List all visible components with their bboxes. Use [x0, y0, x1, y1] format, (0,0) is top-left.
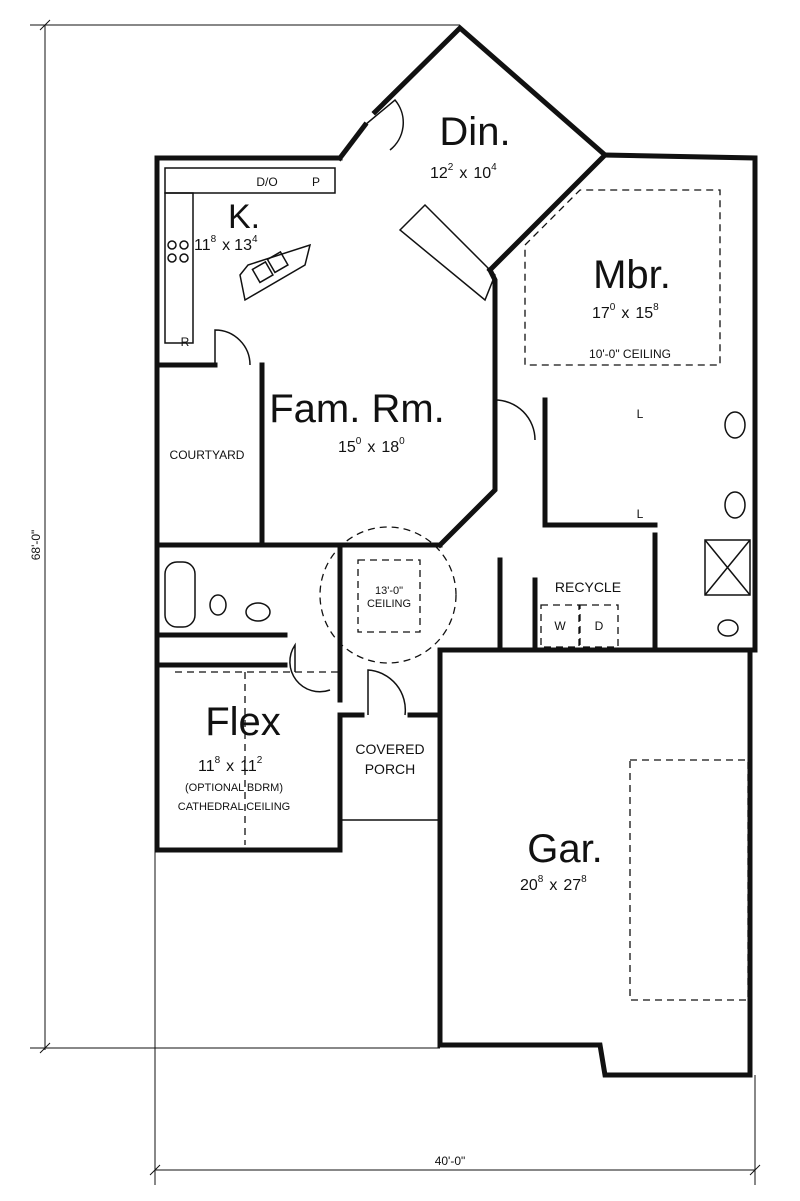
recycle-label: RECYCLE: [555, 579, 621, 595]
garage-door-outline: [629, 759, 749, 1001]
room-name: Din.: [439, 110, 510, 154]
room-name: Mbr.: [593, 253, 671, 297]
dishwasher-oven-label: D/O: [256, 175, 277, 189]
shower: [704, 539, 751, 596]
foyer-ceiling-label: CEILING: [367, 598, 411, 610]
foyer-ceiling-outline: [357, 559, 421, 633]
toilet: [209, 594, 227, 616]
porch-label: COVERED: [355, 741, 424, 757]
bathtub: [164, 561, 196, 628]
doors: [214, 98, 536, 716]
pantry-label: P: [312, 175, 320, 189]
linen-label: L: [637, 407, 644, 421]
width-dimension: 40'-0": [435, 1154, 466, 1168]
room-name: Fam. Rm.: [269, 387, 445, 431]
fireplace-bar: [398, 203, 496, 302]
flex-note: (OPTIONAL BDRM): [185, 782, 283, 794]
dimension-lines: [30, 19, 761, 1185]
ceiling-note: 10'-0" CEILING: [589, 347, 671, 361]
room-name: K.: [228, 198, 260, 236]
courtyard-label: COURTYARD: [170, 448, 245, 462]
washer-label: W: [554, 619, 566, 633]
dashed-outlines: [175, 189, 749, 1001]
linen-label: L: [637, 507, 644, 521]
fridge-label: R: [181, 335, 190, 349]
walls: [154, 24, 758, 1078]
room-name: Flex: [205, 700, 281, 744]
foyer-ceiling-height: 13'-0": [375, 585, 403, 597]
kitchen-island: [239, 243, 312, 302]
fixtures: [164, 167, 751, 637]
room-name: Gar.: [527, 827, 603, 871]
ceiling-note: CATHEDRAL CEILING: [178, 801, 290, 813]
depth-dimension: 68'-0": [29, 530, 43, 561]
tray-ceiling-outline: [524, 189, 721, 366]
dryer-label: D: [595, 619, 604, 633]
sink: [245, 602, 271, 622]
porch-label: PORCH: [365, 761, 416, 777]
